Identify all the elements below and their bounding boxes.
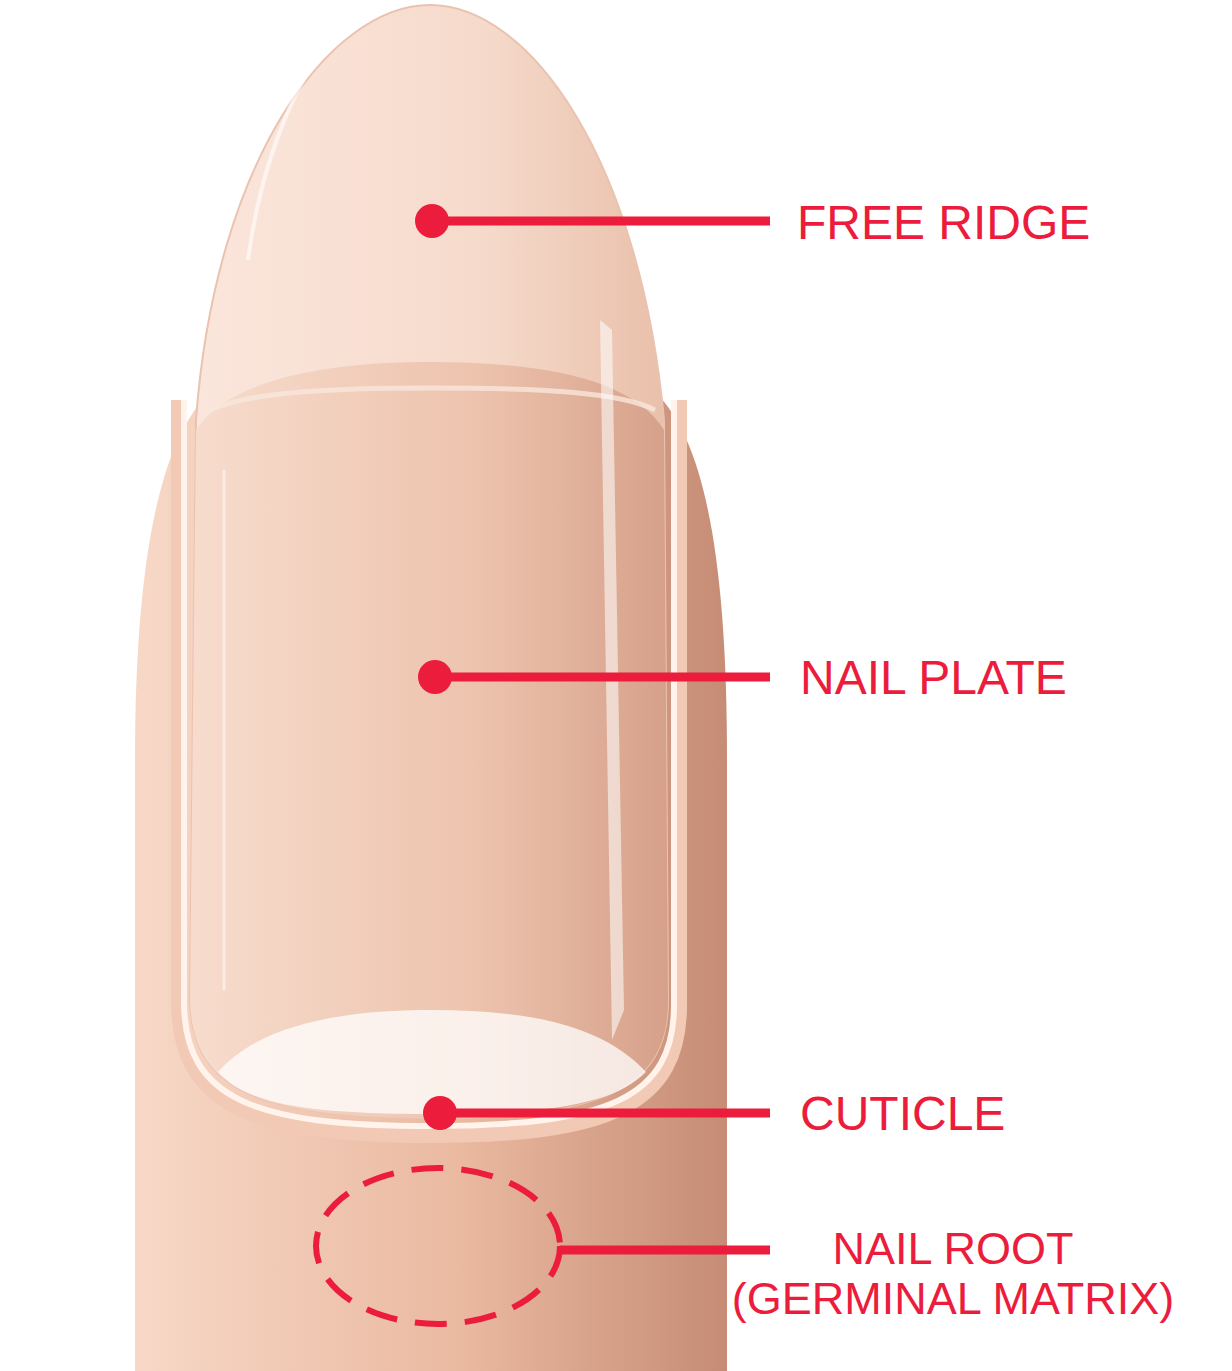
nail-highlight [223, 470, 226, 990]
leader-line [440, 1109, 770, 1118]
nail-plate [190, 362, 668, 1118]
leader-line [432, 217, 770, 226]
part-label: NAIL ROOT (GERMINAL MATRIX) [708, 1224, 1198, 1325]
nail-free-edge [190, 5, 668, 1118]
part-label: NAIL PLATE [800, 651, 1067, 705]
leader-lines [316, 204, 770, 1324]
part-label: FREE RIDGE [797, 196, 1090, 250]
leader-line [560, 1246, 770, 1255]
part-label: CUTICLE [800, 1087, 1005, 1141]
root-outline [316, 1168, 560, 1324]
nail-bed-edge [210, 388, 655, 410]
leader-line [435, 673, 770, 682]
nail-highlight [248, 40, 330, 260]
